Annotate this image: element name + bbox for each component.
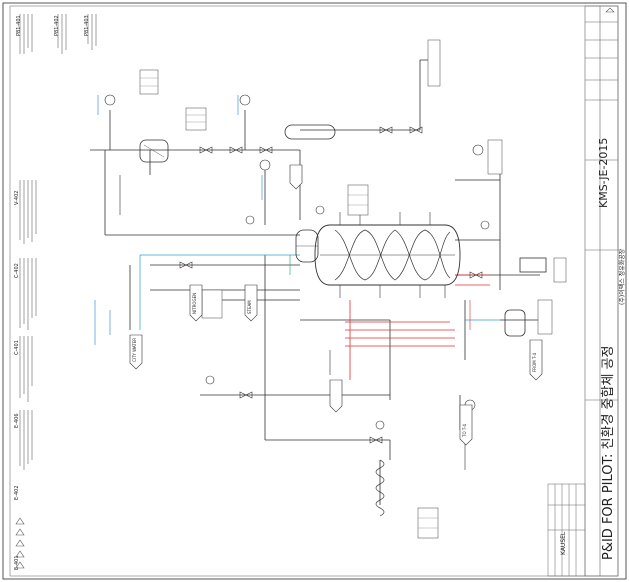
- equipment-tag: C-401: [14, 340, 20, 355]
- drawing-number: KMS-JE-2015: [597, 137, 610, 208]
- equipment-tag: E-402: [14, 485, 20, 500]
- instrument-bubbles: [104, 94, 490, 430]
- equipment-tag: C-402: [14, 263, 20, 278]
- valves: [179, 126, 483, 444]
- equipment-tag: V-402: [14, 190, 20, 205]
- equipment-tag: P81-403: [84, 15, 90, 36]
- cooling-lines: [139, 254, 500, 330]
- equipment-tag: P81-402: [54, 15, 60, 36]
- equipment-tag: P81-401: [16, 15, 22, 36]
- overhead-condenser: [139, 139, 169, 163]
- revision-block: [547, 483, 586, 577]
- offpage-connectors: [129, 164, 543, 446]
- title-block: [584, 5, 619, 577]
- company-name: KAUSEL: [560, 531, 567, 555]
- equipment-tag: E-406: [14, 413, 20, 428]
- drawing-title: P&ID FOR PILOT: 친환경 중합체 공정: [601, 345, 616, 560]
- stream-label: NITROGEN: [192, 292, 197, 314]
- feed-drum: [295, 229, 319, 263]
- drawing-subtitle: (주)이팩스 정유화공장: [619, 248, 626, 305]
- revision-triangles: [15, 7, 615, 569]
- equipment-tag: E-401: [14, 555, 20, 570]
- spec-table-rules: [140, 77, 438, 529]
- equipment-spec-columns: [19, 14, 97, 470]
- overhead-receiver: [284, 124, 336, 140]
- line-number-annotations: [94, 95, 471, 470]
- reactor-vessel: [314, 224, 461, 286]
- stream-label: TO T-4: [462, 424, 467, 437]
- cooling-coil: [375, 459, 385, 517]
- heating-lines: [345, 274, 490, 380]
- stream-label: CITY WATER: [132, 337, 137, 362]
- spec-tables: [139, 39, 567, 539]
- heat-exchanger-right: [504, 257, 547, 337]
- stream-label: STEAM: [247, 300, 252, 314]
- stream-label: FROM T-4: [532, 352, 537, 372]
